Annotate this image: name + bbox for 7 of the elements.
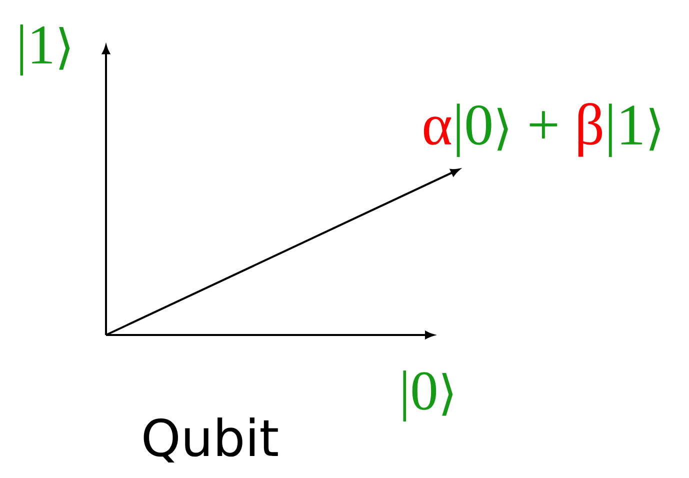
caption-text: Qubit <box>144 417 278 462</box>
axis-arrow <box>102 45 110 335</box>
ket-label: |1⟩ <box>20 24 70 76</box>
axis-arrow <box>106 331 434 339</box>
vector-arrow <box>106 168 460 336</box>
state-label: α|0⟩ + β|1⟩ <box>424 103 660 157</box>
ket-label: |0⟩ <box>403 370 453 422</box>
